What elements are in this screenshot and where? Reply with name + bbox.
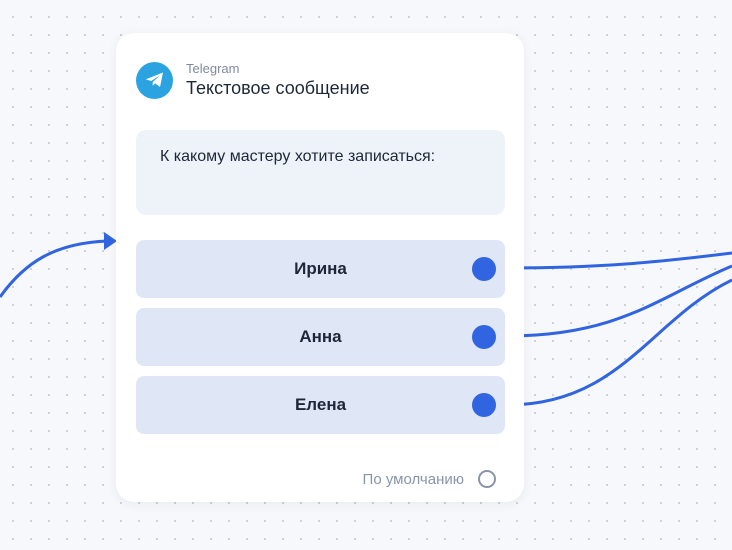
answer-button-irina[interactable]: Ирина [136, 240, 505, 298]
incoming-arrow-icon [104, 232, 117, 250]
default-output: По умолчанию [363, 470, 496, 488]
telegram-icon [136, 61, 173, 99]
default-output-port[interactable] [478, 470, 496, 488]
output-port[interactable] [472, 257, 496, 281]
default-label: По умолчанию [362, 470, 464, 488]
output-port[interactable] [472, 325, 496, 349]
connection-elena[interactable] [506, 278, 732, 407]
message-node[interactable]: Telegram Текстовое сообщение К какому ма… [116, 33, 524, 502]
connection-anna[interactable] [506, 264, 732, 338]
incoming-connection[interactable] [0, 239, 109, 298]
answer-button-label: Ирина [294, 259, 347, 278]
answer-button-anna[interactable]: Анна [136, 308, 505, 366]
channel-name: Telegram [186, 61, 240, 76]
node-header: Telegram Текстовое сообщение [136, 61, 370, 99]
answer-button-elena[interactable]: Елена [136, 376, 505, 434]
message-text[interactable]: К какому мастеру хотите записаться: [136, 130, 505, 215]
answer-buttons: Ирина Анна Елена [136, 240, 505, 444]
node-type-title: Текстовое сообщение [186, 77, 370, 98]
output-port[interactable] [472, 393, 496, 417]
answer-button-label: Елена [294, 395, 347, 414]
connection-irina[interactable] [506, 251, 732, 270]
answer-button-label: Анна [299, 327, 342, 346]
